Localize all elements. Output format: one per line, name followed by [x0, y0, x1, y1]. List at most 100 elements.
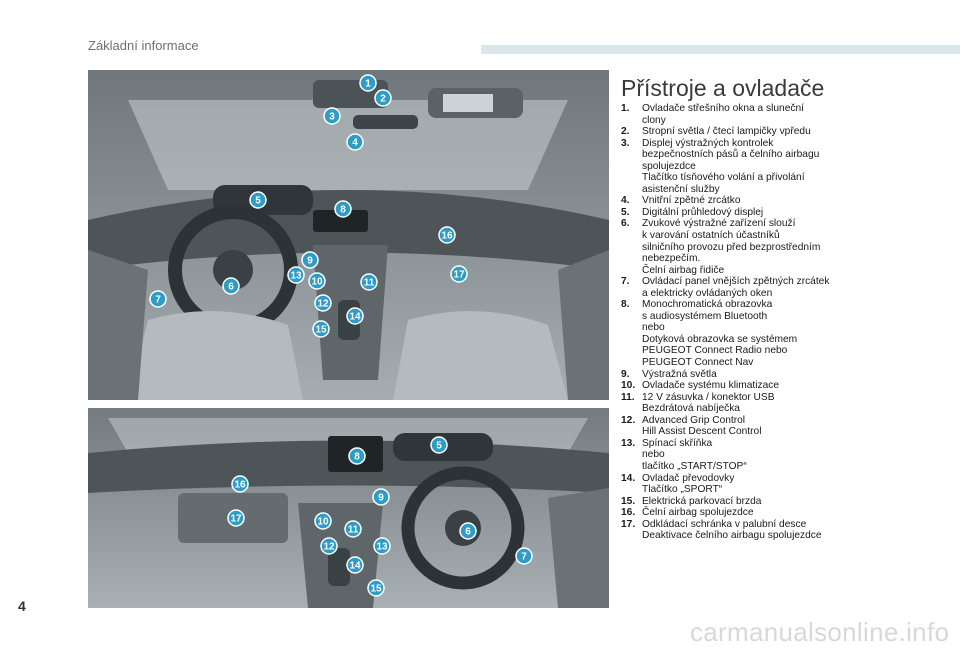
callout-b-14: 14	[346, 556, 364, 574]
svg-text:10: 10	[311, 277, 323, 288]
list-item: 3. Displej výstražných kontrolek bezpečno…	[621, 138, 941, 196]
callout-6: 6	[222, 277, 240, 295]
svg-text:8: 8	[354, 452, 360, 463]
callout-b-5: 5	[430, 436, 448, 454]
callout-b-13: 13	[373, 537, 391, 555]
svg-text:11: 11	[364, 278, 375, 289]
svg-text:6: 6	[228, 282, 234, 293]
svg-text:2: 2	[380, 94, 386, 105]
callout-3: 3	[323, 107, 341, 125]
callout-b-6: 6	[459, 522, 477, 540]
svg-text:9: 9	[307, 256, 313, 267]
callout-b-17: 17	[227, 509, 245, 527]
item-number: 17.	[621, 518, 636, 530]
svg-text:12: 12	[317, 299, 329, 310]
illustration-rhd-svg: 5 6 7 8 9 10 11 12 13 14 15 16 17	[88, 408, 609, 608]
callout-14: 14	[346, 307, 364, 325]
item-text: 12 V zásuvka / konektor USB Bezdrátová n…	[642, 391, 775, 415]
callout-11: 11	[360, 273, 378, 291]
svg-text:12: 12	[323, 542, 335, 553]
list-item: 15. Elektrická parkovací brzda	[621, 496, 941, 508]
callout-15: 15	[312, 320, 330, 338]
list-item: 16.Čelní airbag spolujezdce	[621, 507, 941, 519]
item-number: 10.	[621, 380, 636, 392]
item-text: Ovládací panel vnějších zpětných zrcátek…	[642, 276, 830, 299]
callout-b-15: 15	[367, 579, 385, 597]
item-text: Displej výstražných kontrolek bezpečnost…	[642, 137, 820, 195]
page-header-bar	[481, 45, 960, 54]
callout-1: 1	[359, 74, 377, 92]
svg-text:13: 13	[376, 542, 388, 553]
callout-7: 7	[149, 290, 167, 308]
item-text: Ovladače střešního okna a sluneční clony	[642, 103, 804, 126]
list-item: 5.Digitální průhledový displej	[621, 207, 941, 219]
item-text: Výstražná světla	[642, 368, 717, 380]
item-number: 13.	[621, 437, 636, 449]
svg-text:8: 8	[340, 205, 346, 216]
svg-text:10: 10	[317, 517, 329, 528]
svg-text:9: 9	[378, 493, 384, 504]
item-number: 11.	[621, 391, 635, 403]
item-number: 5.	[621, 206, 630, 218]
item-number: 6.	[621, 218, 630, 230]
svg-text:6: 6	[465, 527, 471, 538]
callout-b-8: 8	[348, 447, 366, 465]
svg-text:5: 5	[255, 196, 261, 207]
item-number: 7.	[621, 276, 630, 288]
item-text: Vnitřní zpětné zrcátko	[642, 195, 741, 207]
list-item: 7. Ovládací panel vnějších zpětných zrcát…	[621, 276, 941, 299]
callout-10: 10	[308, 272, 326, 290]
illustration-rhd-cockpit: 5 6 7 8 9 10 11 12 13 14 15 16 17	[88, 408, 609, 608]
svg-text:14: 14	[349, 561, 361, 572]
list-item: 2.Stropní světla / čtecí lampičky vpředu	[621, 126, 941, 138]
callout-13: 13	[287, 266, 305, 284]
item-number: 15.	[621, 495, 636, 507]
item-number: 16.	[621, 507, 636, 519]
legend-list: 1.Ovladače střešního okna a sluneční clo…	[621, 103, 941, 542]
callout-16: 16	[438, 226, 456, 244]
item-text: Zvukové výstražné zařízení slouží k varo…	[642, 218, 821, 276]
list-item: 12.Advanced Grip Control Hill Assist Des…	[621, 415, 941, 438]
svg-text:11: 11	[348, 525, 359, 536]
page-header-title: Základní informace	[88, 38, 199, 53]
svg-text:15: 15	[370, 584, 382, 595]
callout-12: 12	[314, 294, 332, 312]
svg-text:7: 7	[521, 552, 527, 563]
item-text: Elektrická parkovací brzda	[642, 495, 762, 507]
list-item: 9. Výstražná světla	[621, 369, 941, 381]
svg-text:5: 5	[436, 441, 442, 452]
list-item: 8.Monochromatická obrazovka s audiosysté…	[621, 299, 941, 368]
svg-text:3: 3	[329, 112, 335, 123]
item-text: Ovladač převodovky Tlačítko „SPORT“	[642, 472, 735, 496]
callout-b-12: 12	[320, 537, 338, 555]
callout-b-9: 9	[372, 488, 390, 506]
list-item: 4. Vnitřní zpětné zrcátko	[621, 195, 941, 207]
svg-text:4: 4	[352, 138, 358, 149]
list-item: 14. Ovladač převodovky Tlačítko „SPORT“	[621, 473, 941, 496]
callout-5: 5	[249, 191, 267, 209]
item-text: Stropní světla / čtecí lampičky vpředu	[642, 126, 811, 138]
illustration-lhd-cockpit: 1 2 3 4 5 6 7 8 9 10 11 12 13 14 15 16 1…	[88, 70, 609, 400]
item-number: 14.	[621, 472, 636, 484]
svg-text:13: 13	[290, 271, 302, 282]
item-text: Odkládací schránka v palubní desce Deakt…	[642, 518, 822, 542]
callout-8: 8	[334, 200, 352, 218]
item-text: Ovladače systému klimatizace	[642, 380, 780, 392]
svg-text:17: 17	[230, 514, 242, 525]
list-item: 6. Zvukové výstražné zařízení slouží k va…	[621, 218, 941, 276]
callout-9: 9	[301, 251, 319, 269]
callout-b-7: 7	[515, 547, 533, 565]
svg-text:14: 14	[349, 312, 361, 323]
section-title: Přístroje a ovladače	[621, 75, 825, 102]
callout-b-11: 11	[344, 520, 362, 538]
item-number: 4.	[621, 195, 630, 207]
svg-text:7: 7	[155, 295, 161, 306]
item-number: 3.	[621, 137, 630, 149]
list-item: 10. Ovladače systému klimatizace	[621, 380, 941, 392]
item-number: 8.	[621, 299, 630, 311]
list-item: 11. 12 V zásuvka / konektor USB Bezdrátov…	[621, 392, 941, 415]
item-number: 9.	[621, 368, 630, 380]
svg-text:16: 16	[441, 231, 453, 242]
list-item: 13. Spínací skříňka nebo tlačítko „START/…	[621, 438, 941, 473]
item-text: Spínací skříňka nebo tlačítko „START/STO…	[642, 437, 747, 472]
